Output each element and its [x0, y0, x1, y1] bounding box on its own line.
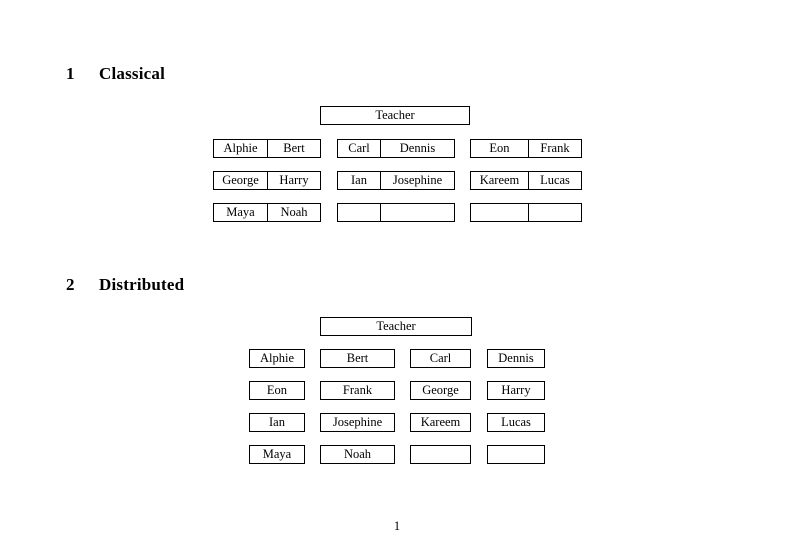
empty-cell — [470, 203, 529, 222]
page-number: 1 — [393, 519, 401, 533]
student-cell: Ian — [337, 171, 381, 190]
student-cell: Josephine — [380, 171, 455, 190]
section-number: 2 — [66, 275, 75, 294]
student-cell: Noah — [267, 203, 321, 222]
student-cell: Frank — [528, 139, 582, 158]
teacher-box: Teacher — [320, 317, 472, 336]
student-cell: Lucas — [487, 413, 545, 432]
section-number: 1 — [66, 64, 75, 83]
student-cell: Dennis — [380, 139, 455, 158]
student-cell: Maya — [213, 203, 268, 222]
student-cell: Bert — [320, 349, 395, 368]
student-cell: Dennis — [487, 349, 545, 368]
student-cell: Harry — [267, 171, 321, 190]
student-cell: Carl — [410, 349, 471, 368]
student-cell: Carl — [337, 139, 381, 158]
student-cell: Harry — [487, 381, 545, 400]
student-cell: George — [410, 381, 471, 400]
student-cell: Kareem — [470, 171, 529, 190]
section-heading-distributed: 2 Distributed — [66, 275, 184, 295]
empty-cell — [380, 203, 455, 222]
student-cell: Lucas — [528, 171, 582, 190]
student-cell: Eon — [470, 139, 529, 158]
student-cell: Josephine — [320, 413, 395, 432]
empty-cell — [337, 203, 381, 222]
teacher-box: Teacher — [320, 106, 470, 125]
empty-cell — [528, 203, 582, 222]
section-heading-classical: 1 Classical — [66, 64, 165, 84]
student-cell: George — [213, 171, 268, 190]
student-cell: Frank — [320, 381, 395, 400]
student-cell: Noah — [320, 445, 395, 464]
student-cell: Maya — [249, 445, 305, 464]
empty-cell — [487, 445, 545, 464]
student-cell: Ian — [249, 413, 305, 432]
student-cell: Alphie — [249, 349, 305, 368]
student-cell: Eon — [249, 381, 305, 400]
section-title: Classical — [99, 64, 166, 83]
student-cell: Bert — [267, 139, 321, 158]
student-cell: Kareem — [410, 413, 471, 432]
student-cell: Alphie — [213, 139, 268, 158]
section-title: Distributed — [99, 275, 185, 294]
empty-cell — [410, 445, 471, 464]
